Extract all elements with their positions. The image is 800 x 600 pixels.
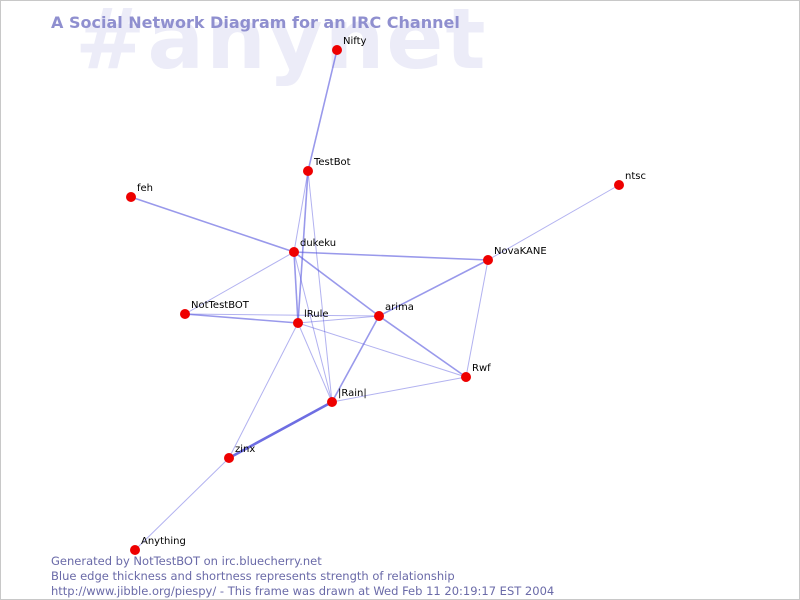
node-irain: |Rain| [327, 388, 367, 407]
node-ntsc: ntsc [614, 171, 646, 190]
node-label-rwf: Rwf [472, 363, 491, 374]
node-nifty: Nifty [332, 36, 367, 55]
node-label-anything: Anything [141, 536, 186, 547]
node-anything: Anything [130, 536, 186, 555]
edge-arima-novakane [378, 259, 489, 317]
node-label-ntsc: ntsc [625, 171, 646, 182]
channel-watermark: #anynet [75, 0, 488, 88]
node-irule: lRule [293, 309, 329, 328]
node-dot-irule [293, 318, 303, 328]
edge-testbot-dukeku [293, 170, 309, 253]
footer-legend-note: Blue edge thickness and shortness repres… [51, 569, 455, 583]
edge-ntsc-novakane [487, 184, 620, 261]
footer-generated-by: Generated by NotTestBOT on irc.bluecherr… [51, 554, 322, 568]
node-dot-zinx [224, 453, 234, 463]
node-rwf: Rwf [461, 363, 491, 382]
node-feh: feh [126, 183, 153, 202]
edge-testbot-irain [307, 170, 333, 403]
node-dot-rwf [461, 372, 471, 382]
diagram-title: A Social Network Diagram for an IRC Chan… [51, 13, 460, 32]
edge-nottestbot-arima [184, 313, 380, 317]
edge-rwf-irain [331, 376, 467, 403]
node-label-feh: feh [137, 183, 153, 194]
edge-dukeku-novakane [293, 251, 489, 261]
node-dot-novakane [483, 255, 493, 265]
edge-irule-arima [297, 315, 380, 324]
node-dot-testbot [303, 166, 313, 176]
node-label-testbot: TestBot [313, 157, 351, 168]
node-label-novakane: NovaKANE [494, 246, 547, 257]
edge-dukeku-irule [293, 251, 299, 324]
footer-info: Generated by NotTestBOT on irc.bluecherr… [51, 554, 554, 599]
edge-testbot-irule [297, 170, 309, 324]
edge-irain-zinx [228, 400, 333, 460]
edge-nifty-testbot [307, 49, 338, 172]
node-dot-feh [126, 192, 136, 202]
node-testbot: TestBot [303, 157, 351, 176]
edge-irule-rwf [297, 322, 467, 378]
node-label-dukeku: dukeku [300, 238, 336, 249]
node-nottestbot: NotTestBOT [180, 300, 250, 319]
node-dot-arima [374, 311, 384, 321]
edge-dukeku-nottestbot [184, 251, 295, 315]
node-dot-irain [327, 397, 337, 407]
edge-novakane-rwf [465, 259, 489, 378]
edge-irule-zinx [228, 322, 299, 459]
edges-layer [130, 49, 620, 551]
node-dot-ntsc [614, 180, 624, 190]
node-label-nottestbot: NotTestBOT [191, 300, 250, 311]
node-label-zinx: zinx [235, 444, 255, 455]
node-label-arima: arima [385, 302, 414, 313]
node-dot-nottestbot [180, 309, 190, 319]
edge-arima-irain [331, 315, 380, 403]
edge-arima-rwf [378, 315, 467, 378]
node-label-irain: |Rain| [338, 388, 367, 399]
node-zinx: zinx [224, 444, 255, 463]
footer-url-timestamp: http://www.jibble.org/piespy/ - This fra… [51, 584, 555, 598]
node-novakane: NovaKANE [483, 246, 547, 265]
edge-irule-irain [297, 322, 333, 403]
edge-dukeku-irain [293, 251, 333, 403]
edge-zinx-anything [134, 457, 230, 551]
node-label-irule: lRule [304, 309, 329, 320]
edge-nottestbot-irule [184, 313, 299, 324]
node-dot-dukeku [289, 247, 299, 257]
node-dot-anything [130, 545, 140, 555]
node-arima: arima [374, 302, 414, 321]
node-label-nifty: Nifty [343, 36, 367, 47]
node-dot-nifty [332, 45, 342, 55]
node-dukeku: dukeku [289, 238, 336, 257]
edge-feh-dukeku [130, 196, 295, 253]
edge-dukeku-arima [293, 251, 380, 317]
